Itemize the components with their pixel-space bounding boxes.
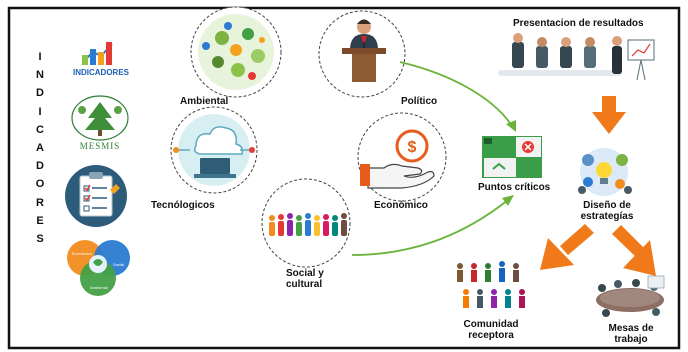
clipboard-checklist-icon xyxy=(65,165,127,227)
cloud-laptop-icon xyxy=(173,114,255,186)
sustainability-top-label: Económico xyxy=(72,251,92,256)
sustainability-bottom-label: Ambiental xyxy=(90,285,108,290)
label-social-cultural: Social y cultural xyxy=(286,268,324,290)
orange-arrow-left-down xyxy=(540,224,594,270)
title-letter: D xyxy=(36,87,44,100)
bar-chart-icon xyxy=(82,42,113,65)
title-letter: C xyxy=(36,123,44,136)
mesmis-tree-icon xyxy=(71,95,129,141)
orange-arrow-right-down xyxy=(612,225,656,276)
title-letter: I xyxy=(38,51,42,63)
title-letter: D xyxy=(36,160,44,173)
label-diseno-estrategias: Diseño de estrategías xyxy=(580,200,634,222)
community-people-icon xyxy=(457,261,525,308)
label-puntos-criticos: Puntos críticos xyxy=(478,182,551,193)
sustainability-right-label: Social xyxy=(113,262,124,267)
label-economico: Económico xyxy=(374,200,428,211)
svg-text:$: $ xyxy=(408,139,417,156)
label-politico: Político xyxy=(401,96,438,107)
title-letter: A xyxy=(36,141,44,154)
diverse-people-icon xyxy=(269,213,347,236)
title-letter: E xyxy=(36,214,44,227)
label-mesas-trabajo: Mesas de trabajo xyxy=(608,323,654,345)
title-letter: S xyxy=(36,232,44,245)
checklist-board-icon xyxy=(482,136,542,178)
lightbulb-gears-icon xyxy=(578,148,632,196)
meeting-table-icon xyxy=(596,275,665,317)
indicadores-logo-text: INDICADORES xyxy=(72,68,129,77)
label-tecnologicos: Tecnólogicos xyxy=(151,200,215,211)
title-letter: I xyxy=(38,105,42,118)
vertical-title-indicadores: I N D I C A D O R E S xyxy=(30,48,50,248)
connector-politico-to-puntos xyxy=(399,61,516,132)
mesmis-logo-text: MESMIS xyxy=(79,141,121,151)
title-letter: O xyxy=(35,178,45,191)
label-ambiental: Ambiental xyxy=(180,96,229,107)
outer-frame xyxy=(7,6,681,350)
ecology-collage-icon xyxy=(198,14,274,90)
title-letter: R xyxy=(36,196,44,209)
sustainability-circles-icon xyxy=(67,240,130,296)
connector-social-to-puntos xyxy=(351,195,514,256)
title-letter: N xyxy=(36,69,44,82)
money-hand-icon: $ xyxy=(360,129,435,189)
label-presentacion-resultados: Presentacion de resultados xyxy=(513,18,644,29)
orange-arrow-down xyxy=(592,96,626,134)
label-comunidad-receptora: Comunidad receptora xyxy=(463,319,519,341)
meeting-presentation-icon xyxy=(498,33,655,81)
politician-podium-icon xyxy=(342,19,386,82)
